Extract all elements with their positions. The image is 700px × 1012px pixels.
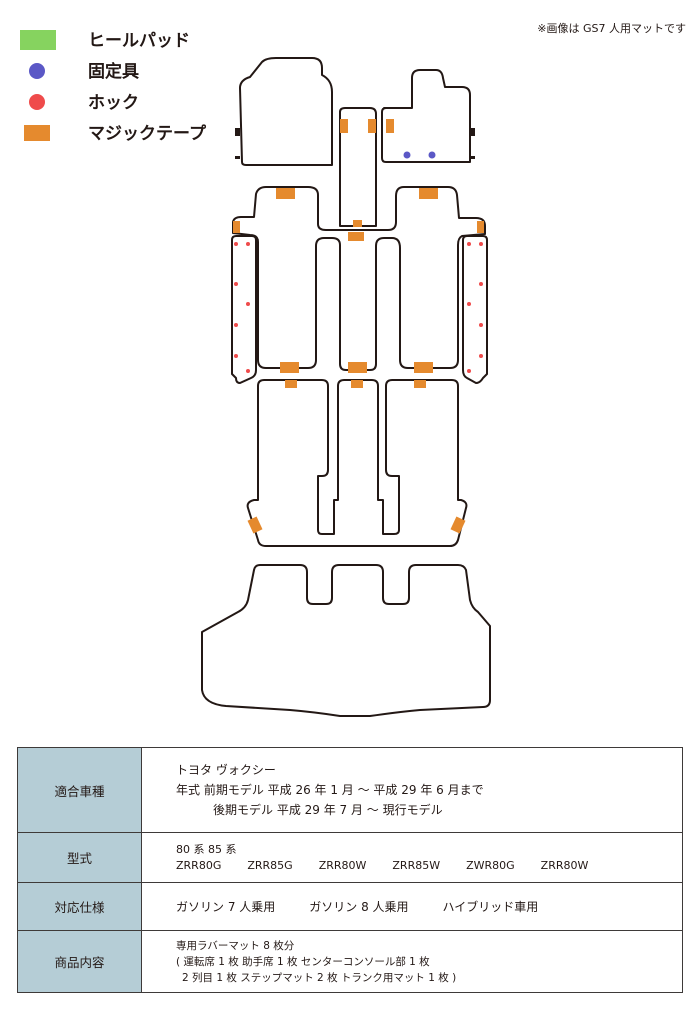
contents-cell: 専用ラバーマット 8 枚分 ( 運転席 1 枚 助手席 1 枚 センターコンソー… — [141, 930, 683, 993]
hook-mark — [479, 354, 483, 358]
legend-label: 固定具 — [88, 62, 139, 82]
model-code: ZRR80W — [318, 858, 367, 872]
velcro-mark — [285, 380, 297, 388]
mat-layout-diagram — [201, 57, 491, 717]
driver-seat-mat — [239, 57, 333, 166]
model-codes: ZRR80G ZRR85G ZRR80W ZRR85W ZWR80G ZRR80W — [176, 858, 682, 874]
velcro-mark — [351, 380, 363, 388]
spec-item: ガソリン 7 人乗用 — [176, 899, 276, 914]
orange-rect-icon — [24, 125, 50, 141]
velcro-mark — [414, 380, 426, 388]
velcro-mark — [450, 516, 466, 534]
image-note: ※画像は GS7 人用マットです — [537, 22, 686, 35]
velcro-mark — [386, 119, 394, 133]
model-code: ZRR85W — [392, 858, 441, 872]
hook-mark — [234, 282, 238, 286]
velcro-mark — [280, 362, 299, 373]
velcro-mark — [233, 221, 240, 233]
model-code: ZWR80G — [466, 858, 515, 872]
legend-label: マジックテープ — [88, 124, 206, 144]
model-cell: 80 系 85 系 ZRR80G ZRR85G ZRR80W ZRR85W ZWR80G… — [141, 832, 683, 883]
year-front: 年式 前期モデル 平成 26 年 1 月 ～ 平成 29 年 6 月まで — [176, 783, 484, 797]
velcro-mark — [340, 119, 348, 133]
hook-mark — [234, 242, 238, 246]
velcro-mark — [247, 516, 263, 534]
contents-line: ( 運転席 1 枚 助手席 1 枚 センターコンソール部 1 枚 — [176, 955, 430, 968]
row-header-spec: 対応仕様 — [17, 882, 142, 931]
model-code: ZRR80G — [176, 858, 222, 872]
hook-mark — [234, 354, 238, 358]
velcro-mark — [276, 188, 295, 199]
velcro-mark — [353, 220, 362, 227]
table-row: 対応仕様 ガソリン 7 人乗用 ガソリン 8 人乗用 ハイブリッド車用 — [17, 882, 683, 931]
hook-mark — [479, 282, 483, 286]
spec-item: ハイブリッド車用 — [442, 899, 539, 914]
series: 80 系 85 系 — [176, 842, 237, 856]
clip-mark — [235, 128, 240, 136]
legend-label: ヒールパッド — [88, 31, 190, 51]
model-code: ZRR85G — [247, 858, 293, 872]
hook-mark — [246, 369, 250, 373]
contents-line: 専用ラバーマット 8 枚分 — [176, 939, 295, 952]
row-header-compatible-car: 適合車種 — [17, 747, 142, 833]
model-code: ZRR80W — [540, 858, 589, 872]
spec-table: 適合車種 トヨタ ヴォクシー 年式 前期モデル 平成 26 年 1 月 ～ 平成… — [17, 747, 683, 993]
center-console-mat — [339, 107, 377, 227]
second-row-mat — [232, 186, 486, 371]
spec-cell: ガソリン 7 人乗用 ガソリン 8 人乗用 ハイブリッド車用 — [141, 882, 683, 931]
row-header-model: 型式 — [17, 832, 142, 883]
velcro-mark — [348, 232, 364, 241]
fixing-tool-mark — [403, 151, 411, 159]
legend-label: ホック — [88, 93, 139, 113]
contents-line: 2 列目 1 枚 ステップマット 2 枚 トランク用マット 1 枚 ) — [182, 971, 457, 984]
hook-mark — [467, 369, 471, 373]
hook-mark — [246, 242, 250, 246]
velcro-mark — [368, 119, 376, 133]
hook-mark — [479, 242, 483, 246]
third-row-mat — [246, 379, 468, 547]
compatible-car-cell: トヨタ ヴォクシー 年式 前期モデル 平成 26 年 1 月 ～ 平成 29 年… — [141, 747, 683, 833]
blue-dot-icon — [29, 63, 45, 79]
table-row: 型式 80 系 85 系 ZRR80G ZRR85G ZRR80W ZRR85W ZWR… — [17, 832, 683, 883]
velcro-mark — [477, 221, 484, 233]
row-header-contents: 商品内容 — [17, 930, 142, 993]
table-row: 商品内容 専用ラバーマット 8 枚分 ( 運転席 1 枚 助手席 1 枚 センタ… — [17, 930, 683, 993]
velcro-mark — [414, 362, 433, 373]
hook-mark — [467, 242, 471, 246]
car-name: トヨタ ヴォクシー — [176, 763, 276, 777]
passenger-seat-mat — [381, 69, 471, 163]
hook-mark — [234, 323, 238, 327]
hook-mark — [467, 302, 471, 306]
clip-mark — [235, 156, 240, 159]
clip-mark — [470, 156, 475, 159]
hook-mark — [246, 302, 250, 306]
fixing-tool-mark — [428, 151, 436, 159]
velcro-mark — [419, 188, 438, 199]
table-row: 適合車種 トヨタ ヴォクシー 年式 前期モデル 平成 26 年 1 月 ～ 平成… — [17, 747, 683, 833]
red-dot-icon — [29, 94, 45, 110]
green-square-icon — [20, 30, 56, 50]
left-step-mat — [231, 235, 257, 384]
year-rear: 後期モデル 平成 29 年 7 月 ～ 現行モデル — [213, 803, 443, 817]
right-step-mat — [462, 235, 488, 384]
clip-mark — [470, 128, 475, 136]
trunk-mat — [201, 564, 491, 717]
velcro-mark — [348, 362, 367, 373]
hook-mark — [479, 323, 483, 327]
spec-item: ガソリン 8 人乗用 — [309, 899, 409, 914]
